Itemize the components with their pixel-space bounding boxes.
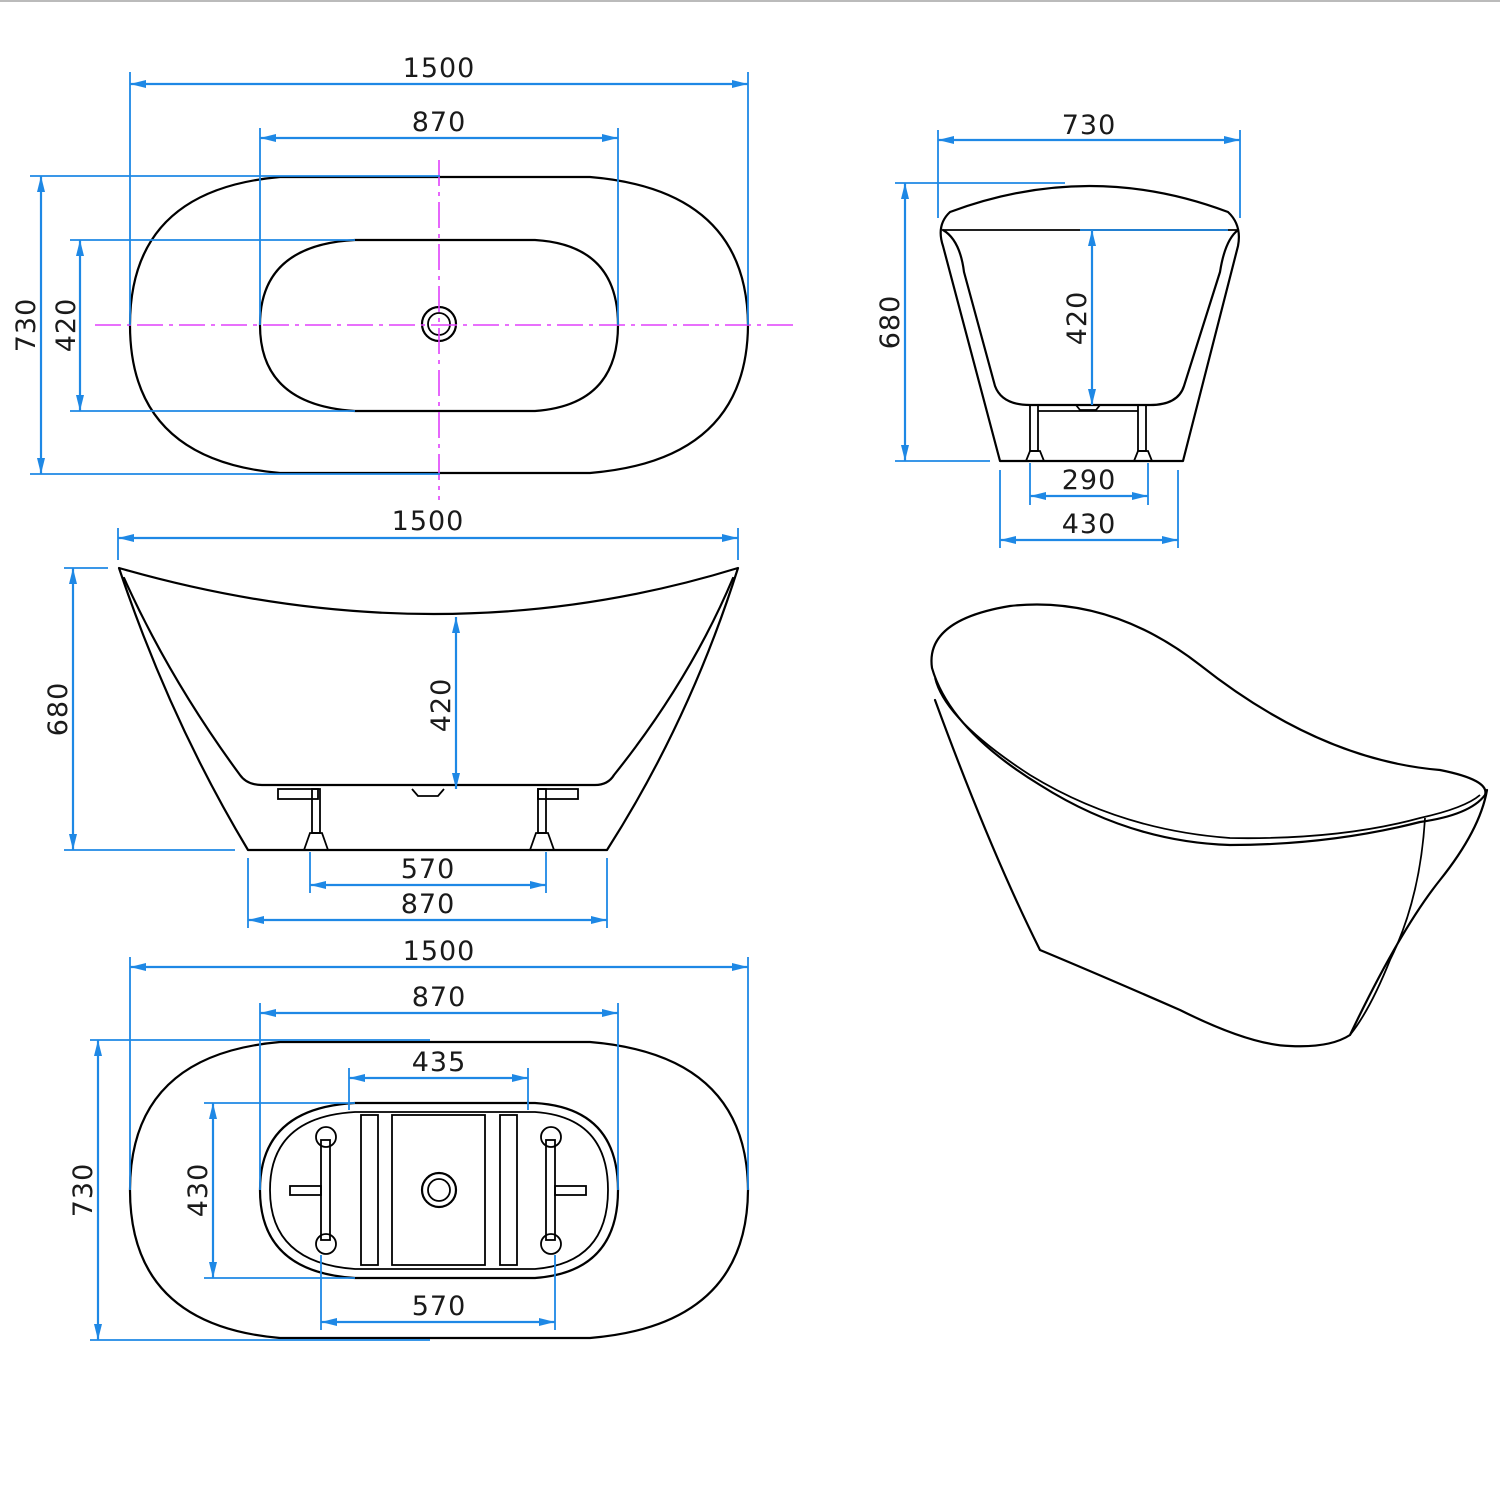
perspective-rim-inner — [934, 677, 1481, 840]
bottom-view-rail-right — [499, 1114, 518, 1266]
end-view: 730 680 420 290 430 — [875, 110, 1241, 548]
foot-pad-icon — [540, 1233, 562, 1255]
bottom-view-bracket-right — [554, 1185, 587, 1196]
side-dim-label-depth: 420 — [426, 678, 457, 733]
bottom-dim-label-feet: 570 — [412, 1291, 467, 1322]
side-view-bracket-right — [537, 788, 579, 800]
side-view-bracket-left — [277, 788, 319, 800]
bottom-dim-label-frame-length: 435 — [412, 1047, 467, 1078]
bottom-dim-label-width: 730 — [68, 1163, 99, 1218]
top-view-outer-rim — [128, 175, 750, 475]
bottom-view: 1500 870 435 730 430 570 — [68, 936, 750, 1341]
side-dim-label-feet: 570 — [401, 854, 456, 885]
end-view-outer-shell — [939, 184, 1240, 463]
end-dim-label-width: 730 — [1062, 110, 1117, 141]
perspective-view — [930, 603, 1489, 1048]
bottom-view-rail-left — [360, 1114, 379, 1266]
dim-label-basin-width: 420 — [51, 298, 82, 353]
dim-label-basin-length: 870 — [412, 107, 467, 138]
bottom-dim-label-frame-width: 430 — [183, 1163, 214, 1218]
perspective-body — [933, 698, 1489, 1048]
bottom-drain-inner-ring — [427, 1178, 451, 1202]
bottom-view-base-inner — [269, 1111, 609, 1270]
end-dim-label-feet: 290 — [1062, 465, 1117, 496]
end-view-leg-right — [1137, 404, 1147, 452]
side-view-foot-right — [528, 832, 556, 851]
foot-pad-icon — [315, 1233, 337, 1255]
side-view-basin — [122, 576, 735, 787]
foot-pad-icon — [540, 1126, 562, 1148]
side-dim-label-length: 1500 — [392, 506, 465, 537]
bottom-view-bracket-left — [289, 1185, 322, 1196]
side-view-drain — [411, 788, 445, 797]
top-view: 1500 870 730 420 — [11, 53, 795, 500]
bottom-view-outer-outline — [128, 1040, 750, 1340]
end-view-leg-left — [1029, 404, 1039, 452]
dim-label-width: 730 — [11, 298, 42, 353]
side-view-foot-left — [302, 832, 330, 851]
side-view: 1500 680 420 570 870 — [43, 506, 740, 928]
side-dim-label-base: 870 — [401, 889, 456, 920]
side-view-leg-right — [537, 788, 547, 834]
foot-pad-icon — [315, 1126, 337, 1148]
end-dim-label-base: 430 — [1062, 509, 1117, 540]
bottom-view-center-plate — [391, 1114, 486, 1266]
bottom-drain-icon — [420, 1171, 458, 1209]
bottom-dim-label-length: 1500 — [403, 936, 476, 967]
end-view-foot-right — [1132, 450, 1154, 462]
bottom-view-leg-bar-left — [320, 1139, 331, 1241]
end-view-basin — [941, 228, 1240, 407]
end-view-drain — [1075, 404, 1101, 411]
top-view-basin — [258, 238, 620, 413]
bottom-view-leg-bar-right — [545, 1139, 556, 1241]
dim-label-length: 1500 — [403, 53, 476, 84]
perspective-body-edge — [1349, 817, 1426, 1036]
end-dim-label-depth: 420 — [1062, 291, 1093, 346]
end-dim-label-height: 680 — [875, 295, 906, 350]
end-view-foot-left — [1024, 450, 1046, 462]
bottom-view-base-outer — [258, 1101, 620, 1280]
perspective-rim-outer — [930, 603, 1487, 847]
side-dim-label-height: 680 — [43, 682, 74, 737]
bottom-dim-label-base: 870 — [412, 982, 467, 1013]
side-view-outer-shell — [117, 566, 740, 852]
